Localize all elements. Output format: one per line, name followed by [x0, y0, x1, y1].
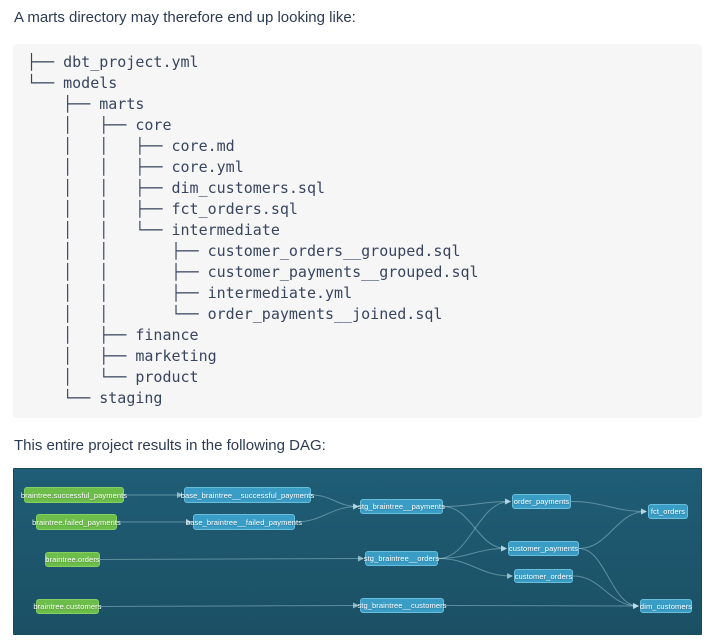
dag-intro-text: This entire project results in the follo… [14, 437, 326, 454]
dag-edge-base_braintree_successful_payments--stg_braintree_payments [310, 494, 359, 510]
dag-node-braintree_orders: braintree.orders [45, 552, 100, 567]
dag-image: braintree.successful_payments braintree.f… [13, 468, 702, 635]
dag-node-braintree_successful_payments: braintree.successful_payments [21, 487, 127, 503]
dag-edge-braintree_customers--stg_braintree_customers [98, 602, 359, 609]
dag-node-braintree_failed_payments: braintree.failed_payments [32, 514, 121, 530]
dag-node-order_payments: order_payments [512, 494, 571, 509]
directory-tree-code-block: ├── dbt_project.yml └── models ├── marts… [13, 44, 702, 418]
dag-node-fct_orders: fct_orders [648, 504, 688, 519]
dag-edge-base_braintree_failed_payments--stg_braintree_payments [294, 503, 359, 523]
dag-node-stg_braintree_orders: stg_braintree__orders [364, 551, 439, 566]
dag-edge-braintree_orders--stg_braintree_orders [99, 555, 364, 562]
dag-edge-stg_braintree_payments--order_payments [442, 498, 511, 507]
dag-node-base_braintree_failed_payments: base_braintree__failed_payments [186, 514, 302, 530]
dag-edge-stg_braintree_orders--customer_payments [437, 545, 507, 559]
dag-edge-customer_payments--dim_customers [578, 548, 639, 609]
dag-node-dim_customers: dim_customers [640, 599, 692, 613]
intro-text: A marts directory may therefore end up l… [14, 9, 356, 26]
dag-edge-order_payments--fct_orders [570, 501, 647, 515]
dag-node-customer_payments: customer_payments [508, 541, 579, 556]
dag-node-braintree_customers: braintree.customers [33, 599, 101, 614]
dag-edge-stg_braintree_orders--customer_orders [437, 558, 513, 579]
dag-edges-layer [98, 492, 647, 609]
dag-edge-stg_braintree_payments--customer_payments [442, 506, 507, 552]
dag-node-customer_orders: customer_orders [514, 569, 573, 583]
dag-edge-customer_payments--fct_orders [578, 508, 647, 549]
dag-edge-stg_braintree_orders--order_payments [437, 498, 511, 559]
dag-edge-customer_orders--dim_customers [572, 575, 639, 609]
dag-node-stg_braintree_payments: stg_braintree__payments [358, 499, 445, 514]
dag-edge-stg_braintree_customers--dim_customers [443, 602, 639, 609]
dag-node-stg_braintree_customers: stg_braintree__customers [357, 598, 446, 613]
dag-node-base_braintree_successful_payments: base_braintree__successful_payments [181, 487, 314, 503]
